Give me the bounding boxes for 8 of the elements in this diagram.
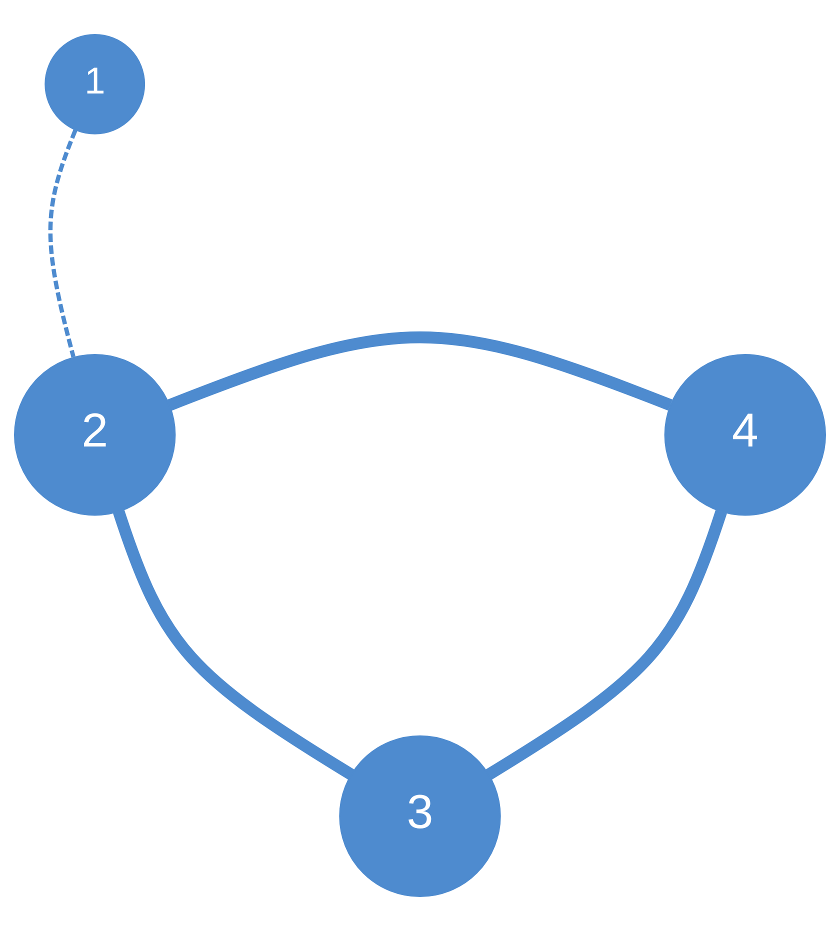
node-circle: 3 <box>339 734 501 897</box>
connector <box>48 128 78 357</box>
node-circle: 2 <box>14 354 176 516</box>
connector <box>113 509 355 780</box>
connector <box>167 331 672 410</box>
node-circle: 4 <box>664 354 826 516</box>
node-circle: 1 <box>44 33 146 134</box>
connector <box>486 509 727 780</box>
